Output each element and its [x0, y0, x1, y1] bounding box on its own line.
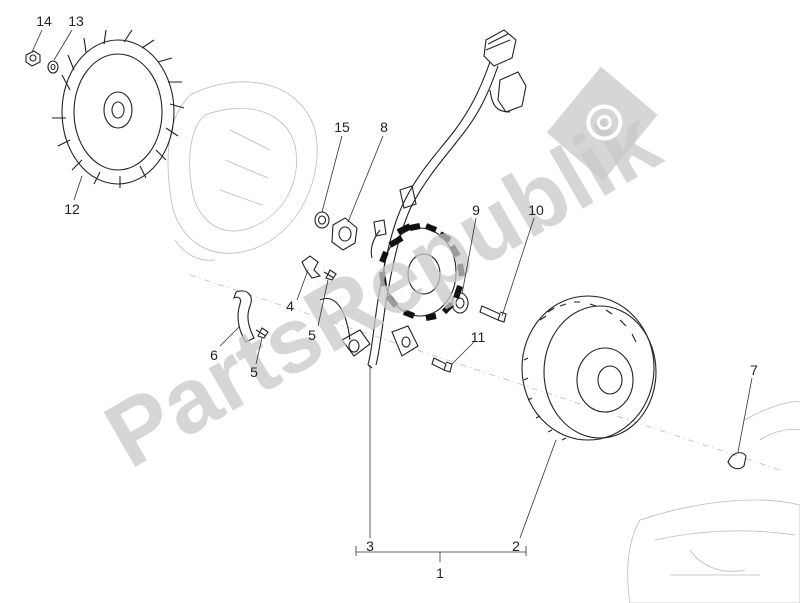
grommet-lower: [373, 219, 387, 237]
callout-5-lower: 5: [250, 364, 258, 380]
callout-11: 11: [471, 329, 486, 345]
callout-4: 4: [286, 298, 294, 314]
engine-case-outline-left: [167, 81, 318, 261]
bushing-part-8: [331, 217, 358, 251]
connector-lower: [497, 71, 527, 113]
callout-9: 9: [472, 202, 480, 218]
callout-5-upper: 5: [308, 327, 316, 343]
screw-part-5-upper: [323, 269, 337, 281]
bracket-part-4: [301, 255, 322, 279]
callout-3: 3: [366, 538, 374, 554]
pickup-sensor: [341, 329, 371, 357]
callout-2: 2: [512, 538, 520, 554]
clip-part-6: [233, 290, 255, 343]
watermark-gear-badge: [546, 66, 658, 181]
callout-6: 6: [210, 347, 218, 363]
screw-part-5-lower: [255, 327, 269, 339]
flywheel-rotor-part-2: [521, 295, 657, 441]
callout-7: 7: [750, 362, 758, 378]
callout-8: 8: [380, 119, 388, 135]
washer-part-13: [47, 60, 59, 74]
callout-13: 13: [68, 13, 84, 29]
nut-part-14: [25, 50, 41, 67]
regulator-block: [391, 325, 419, 357]
washer-part-9: [451, 292, 469, 314]
engine-case-outline-right: [627, 401, 800, 603]
callout-12: 12: [64, 201, 80, 217]
stator-part-9: [379, 223, 465, 321]
cooling-fan-part: [52, 29, 185, 188]
leader-lines: [31, 29, 753, 562]
assembly-axis-line: [189, 274, 781, 471]
seal-ring-part-15: [314, 211, 330, 229]
callout-15: 15: [334, 119, 350, 135]
screw-part-11: [431, 357, 453, 373]
callout-labels: 1 2 3 4 5 5 6 7 8 9 10 11 12 13 14 15: [36, 13, 758, 581]
callout-14: 14: [36, 13, 52, 29]
screw-part-10: [479, 305, 507, 323]
connector-upper: [483, 29, 517, 67]
woodruff-key-part-7: [727, 452, 747, 470]
grommet-upper: [399, 185, 417, 209]
callout-1: 1: [436, 565, 444, 581]
gear-icon: [586, 104, 623, 141]
callout-10: 10: [528, 202, 544, 218]
